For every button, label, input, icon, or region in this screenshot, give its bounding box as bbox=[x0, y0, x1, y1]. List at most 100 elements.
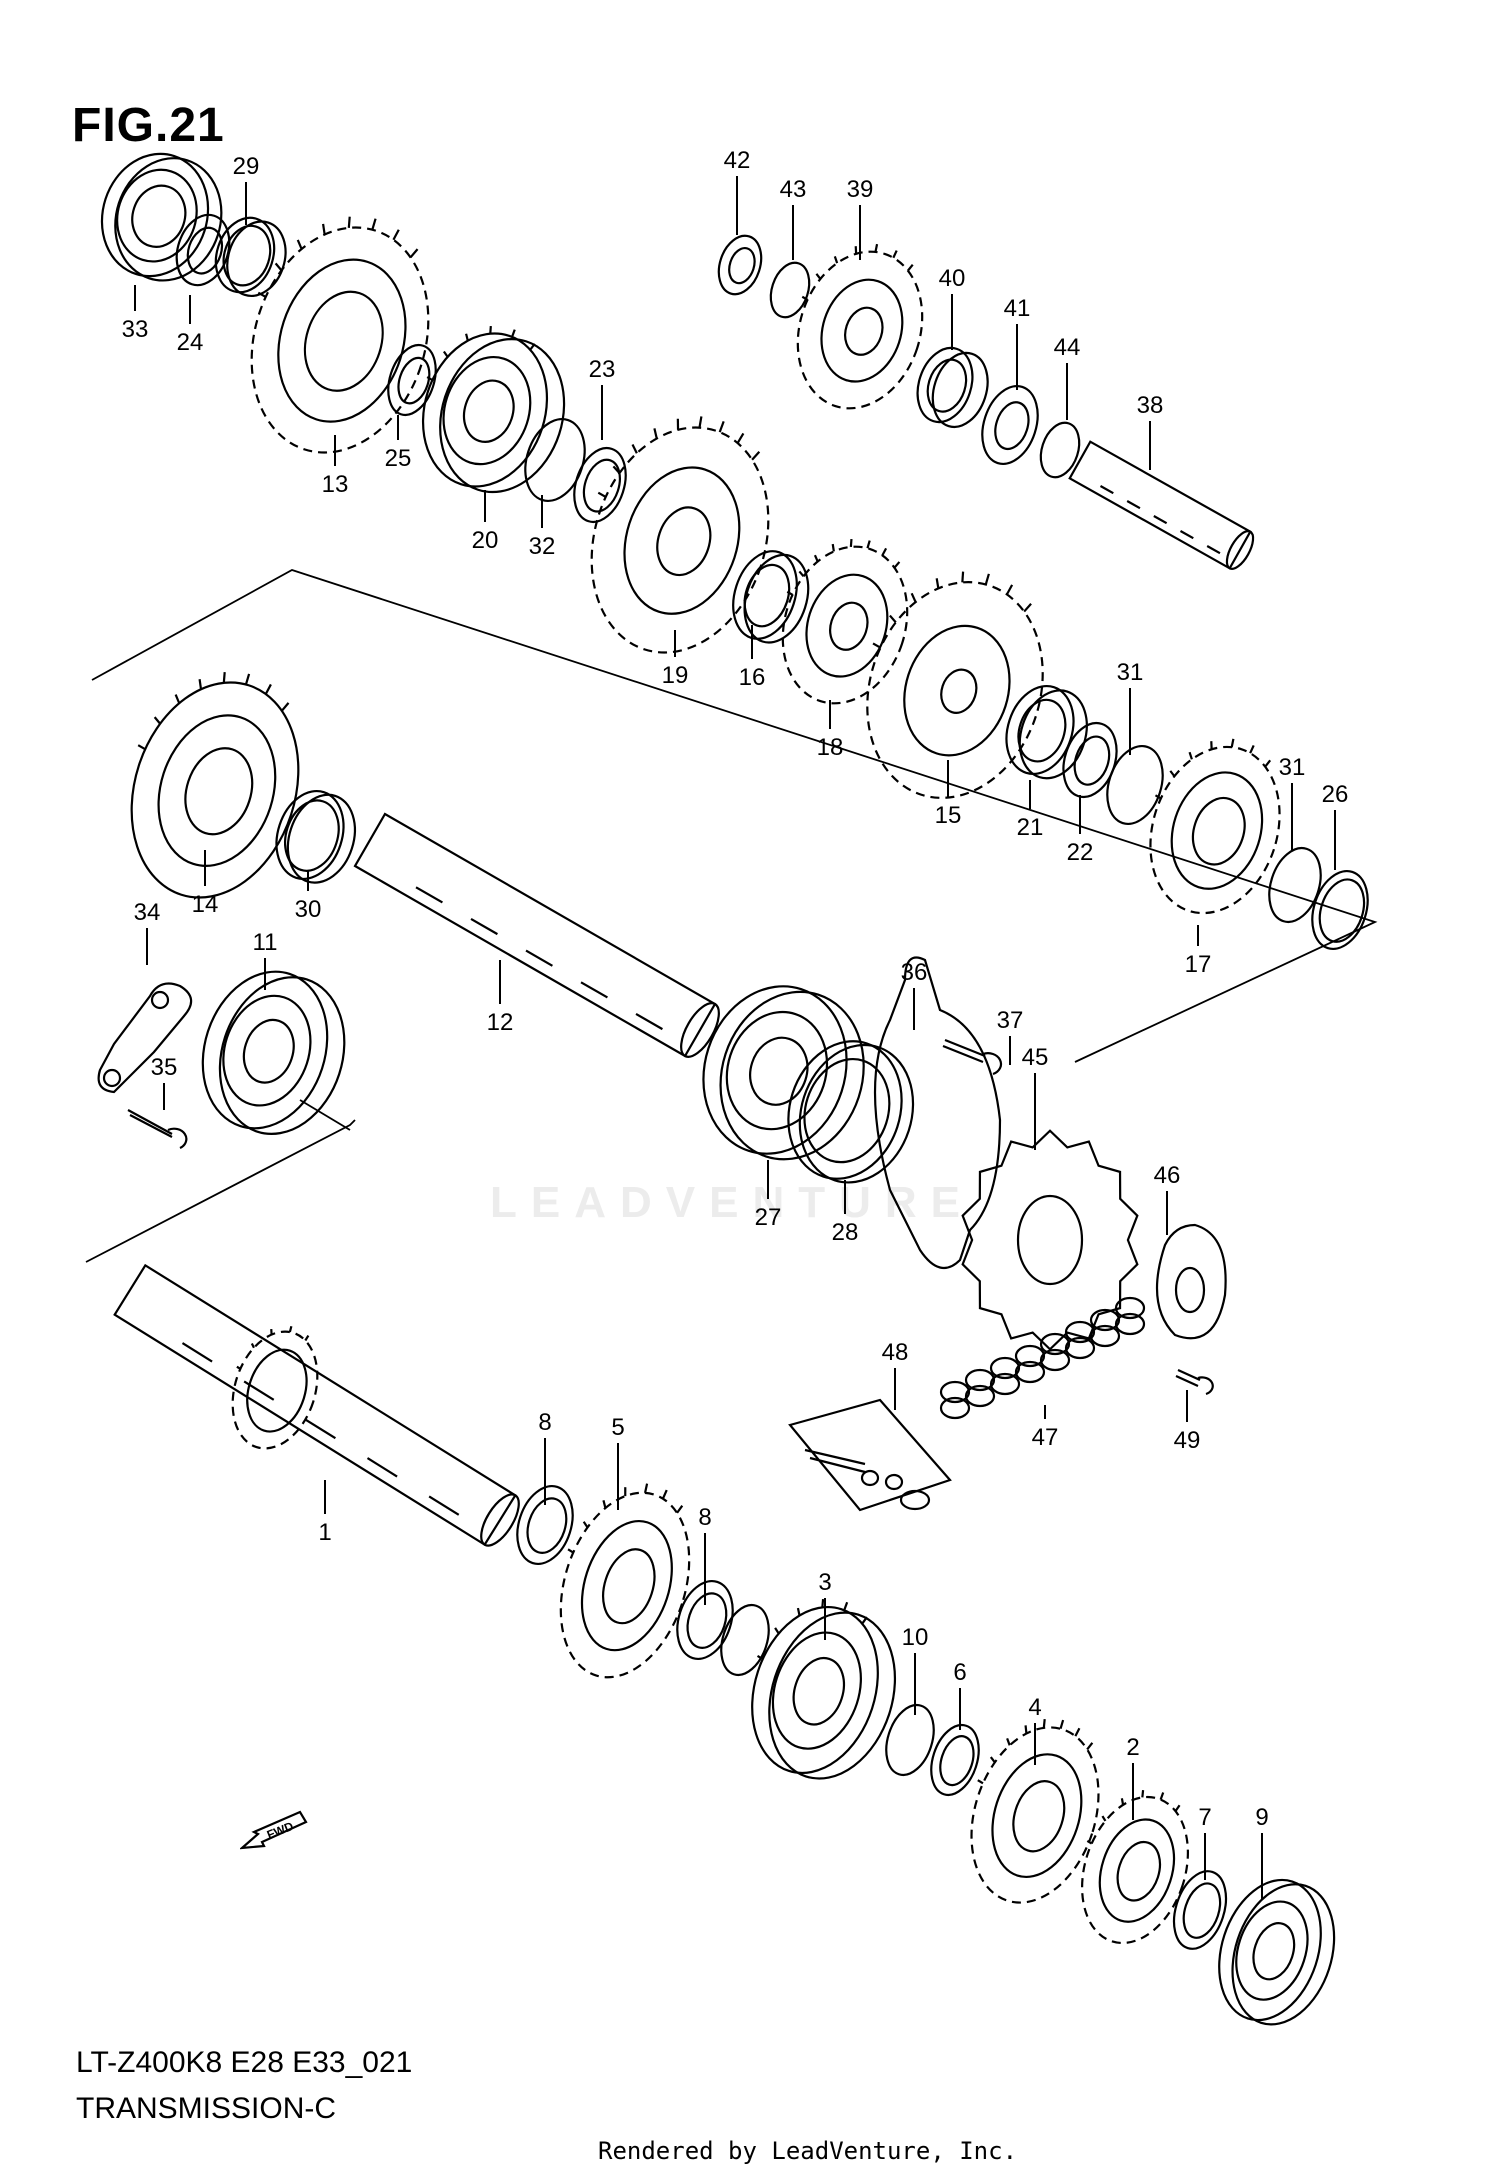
callout-8: 8 bbox=[698, 1504, 712, 1605]
callout-6: 6 bbox=[953, 1659, 967, 1730]
callout-14: 14 bbox=[192, 850, 219, 918]
callout-3: 3 bbox=[818, 1569, 832, 1640]
callout-2: 2 bbox=[1126, 1734, 1140, 1820]
callout-30: 30 bbox=[295, 870, 321, 923]
callout-number: 49 bbox=[1174, 1427, 1201, 1454]
callout-number: 9 bbox=[1255, 1804, 1268, 1831]
callout-number: 48 bbox=[882, 1339, 909, 1366]
figure-title: FIG.21 bbox=[72, 99, 225, 152]
circlip-31b bbox=[1268, 847, 1322, 923]
bearing-33 bbox=[100, 152, 223, 282]
retainer-36 bbox=[873, 956, 1002, 1270]
callout-23: 23 bbox=[589, 356, 615, 440]
callout-34: 34 bbox=[134, 899, 161, 965]
callout-number: 21 bbox=[1017, 814, 1044, 841]
callout-31: 31 bbox=[1279, 754, 1305, 850]
bracket-34 bbox=[97, 982, 193, 1094]
bearing-27 bbox=[702, 985, 865, 1161]
countershaft-group-outline bbox=[91, 569, 1378, 1063]
circlip-a bbox=[720, 1603, 770, 1677]
washer-25 bbox=[387, 343, 437, 417]
callout-number: 11 bbox=[253, 929, 278, 956]
bushing-29 bbox=[214, 216, 287, 297]
callout-36: 36 bbox=[901, 959, 927, 1030]
forward-direction-icon: FWD bbox=[238, 1808, 310, 1859]
callout-25: 25 bbox=[385, 415, 411, 472]
callout-43: 43 bbox=[780, 176, 807, 260]
countershaft-12 bbox=[353, 812, 720, 1058]
washer-41 bbox=[981, 385, 1039, 465]
render-credit: Rendered by LeadVenture, Inc. bbox=[598, 2137, 1018, 2165]
callout-5: 5 bbox=[611, 1414, 625, 1510]
callout-number: 42 bbox=[724, 147, 751, 174]
gear-5 bbox=[559, 1483, 691, 1679]
callout-9: 9 bbox=[1255, 1804, 1269, 1900]
callout-44: 44 bbox=[1054, 334, 1081, 420]
callout-number: 16 bbox=[739, 664, 766, 691]
circlip-43 bbox=[769, 261, 811, 319]
callout-number: 22 bbox=[1067, 839, 1094, 866]
forward-direction-label: FWD bbox=[265, 1819, 296, 1842]
chain-joint-48 bbox=[788, 1398, 952, 1512]
callout-7: 7 bbox=[1198, 1804, 1212, 1880]
callout-number: 1 bbox=[318, 1519, 331, 1546]
callout-number: 3 bbox=[818, 1569, 831, 1596]
washer-7 bbox=[1172, 1870, 1228, 1950]
callout-number: 10 bbox=[902, 1624, 929, 1651]
bearing-21 bbox=[1005, 684, 1088, 780]
callout-number: 14 bbox=[192, 891, 219, 918]
diagram-name: TRANSMISSION-C bbox=[76, 2092, 337, 2125]
callout-number: 7 bbox=[1198, 1804, 1211, 1831]
screw-35 bbox=[127, 1109, 188, 1149]
circlip-10 bbox=[885, 1703, 935, 1777]
gear-4 bbox=[970, 1719, 1100, 1904]
callout-number: 34 bbox=[134, 899, 161, 926]
callout-31: 31 bbox=[1117, 659, 1144, 755]
callout-number: 17 bbox=[1185, 951, 1212, 978]
bearing-11 bbox=[201, 970, 346, 1135]
callout-47: 47 bbox=[1032, 1405, 1058, 1451]
watermark: LEADVENTURE bbox=[490, 1178, 975, 1227]
callout-number: 44 bbox=[1054, 334, 1081, 361]
callout-number: 4 bbox=[1028, 1694, 1041, 1721]
callout-number: 35 bbox=[151, 1054, 178, 1081]
callout-35: 35 bbox=[151, 1054, 178, 1110]
callout-15: 15 bbox=[935, 760, 961, 829]
circlip-44 bbox=[1039, 421, 1081, 479]
driveshaft-1 bbox=[113, 1263, 520, 1547]
callout-33: 33 bbox=[122, 285, 148, 343]
callout-number: 31 bbox=[1117, 659, 1144, 686]
callout-20: 20 bbox=[472, 490, 499, 554]
callout-number: 18 bbox=[817, 734, 844, 761]
callout-number: 39 bbox=[847, 176, 874, 203]
shaft-38 bbox=[1068, 440, 1255, 570]
circlip-31a bbox=[1106, 745, 1164, 825]
callout-28: 28 bbox=[832, 1180, 858, 1246]
callout-number: 2 bbox=[1126, 1734, 1139, 1761]
washer-23 bbox=[573, 447, 627, 523]
callout-number: 6 bbox=[953, 1659, 966, 1686]
callout-number: 43 bbox=[780, 176, 807, 203]
callout-number: 38 bbox=[1137, 392, 1164, 419]
diagram-code: LT-Z400K8 E28 E33_021 bbox=[76, 2046, 413, 2079]
washer-8b bbox=[676, 1580, 734, 1660]
gear-19 bbox=[590, 416, 770, 654]
gear-2 bbox=[1080, 1790, 1190, 1945]
callout-42: 42 bbox=[724, 147, 751, 235]
callout-17: 17 bbox=[1185, 925, 1212, 978]
driveshaft-group-outline bbox=[85, 1119, 356, 1263]
gear-18 bbox=[781, 539, 909, 705]
callout-number: 40 bbox=[939, 265, 966, 292]
callout-26: 26 bbox=[1322, 781, 1348, 870]
oil-seal-28 bbox=[787, 1040, 915, 1184]
callout-number: 12 bbox=[487, 1009, 514, 1036]
callout-number: 13 bbox=[322, 471, 349, 498]
callout-8: 8 bbox=[538, 1409, 552, 1505]
callout-number: 20 bbox=[472, 527, 499, 554]
washer-8a bbox=[516, 1485, 574, 1565]
callout-number: 19 bbox=[662, 662, 689, 689]
bolt-49 bbox=[1175, 1368, 1214, 1396]
gear-17 bbox=[1149, 738, 1281, 915]
callout-number: 37 bbox=[997, 1007, 1024, 1034]
